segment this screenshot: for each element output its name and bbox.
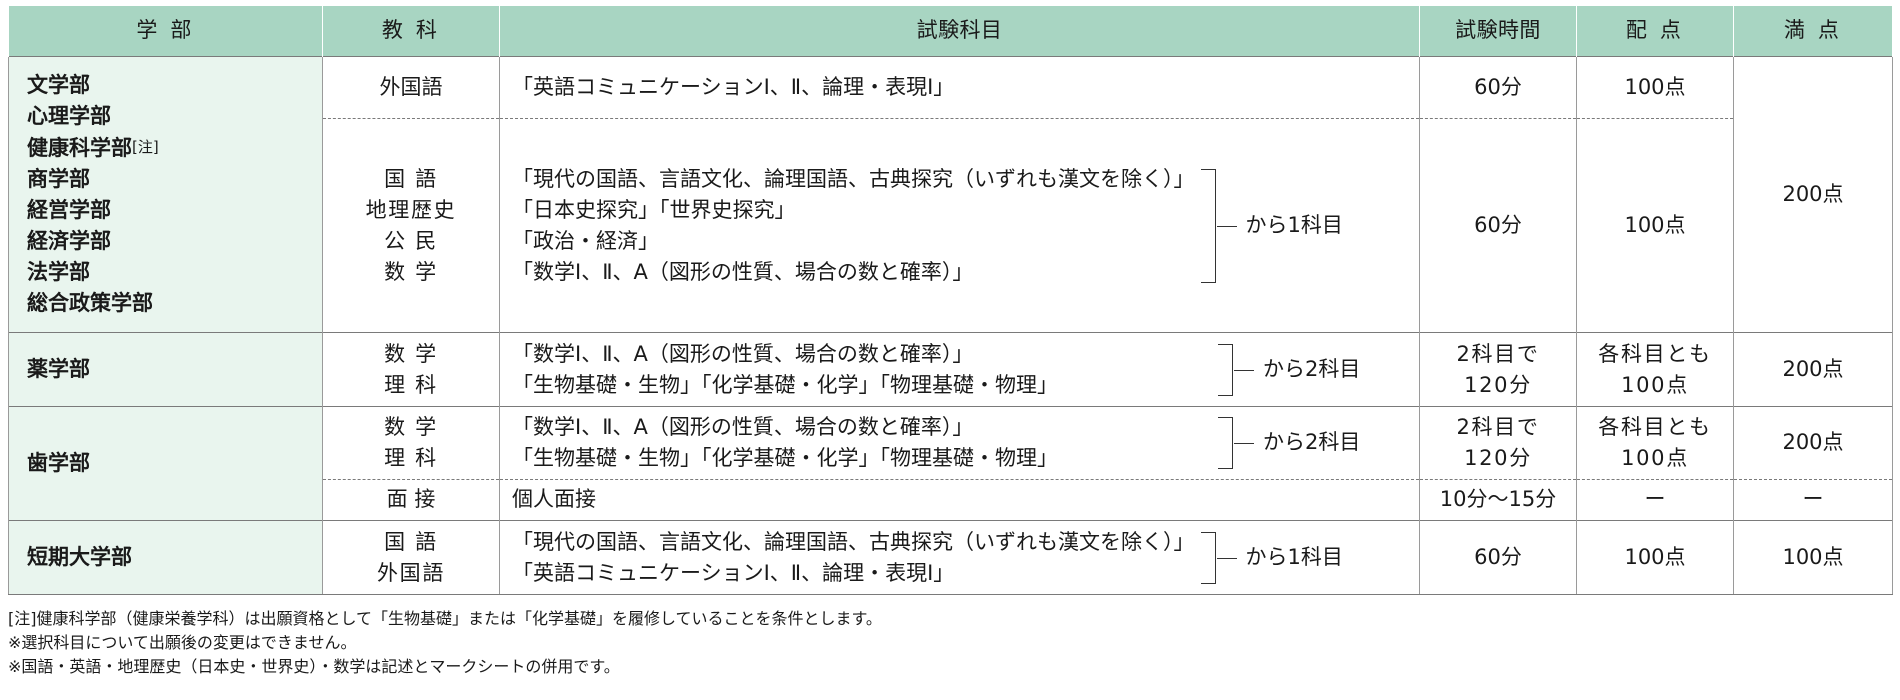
footnote: ※選択科目について出願後の変更はできません。: [8, 633, 357, 652]
choice-bracket: [1218, 343, 1254, 396]
header-exam-time: 試験時間: [1419, 6, 1577, 57]
full-score-cell: ー: [1733, 479, 1893, 521]
subject-cell: 面 接: [322, 479, 500, 521]
choice-label: から2科目: [1263, 356, 1361, 381]
full-score-cell: 100点: [1733, 520, 1893, 595]
time-line: 2科目で: [1456, 341, 1540, 366]
department-name: 文学部: [27, 73, 90, 97]
points-cell: 100点: [1576, 56, 1734, 119]
exam-item: 「数学Ⅰ、Ⅱ、A（図形の性質、場合の数と確率）」: [512, 259, 974, 284]
exam-item-cell: 「数学Ⅰ、Ⅱ、A（図形の性質、場合の数と確率）」 「生物基礎・生物」「化学基礎・…: [499, 332, 1420, 407]
subject-name: 理 科: [384, 446, 438, 470]
table-row: 国 語 地理歴史 公 民 数 学 「現代の国語、言語文化、論理国語、古典探究（い…: [9, 118, 1893, 333]
header-exam-subjects: 試験科目: [499, 6, 1420, 57]
points-line: 各科目とも: [1598, 415, 1712, 439]
points-cell: 各科目とも 100点: [1576, 406, 1734, 480]
subject-name: 外国語: [376, 560, 446, 585]
subject-cell: 数 学 理 科: [322, 406, 500, 480]
choice-bracket: [1200, 168, 1237, 283]
exam-item: 「現代の国語、言語文化、論理国語、古典探究（いずれも漢文を除く）」: [512, 166, 1195, 191]
subject-name: 数 学: [384, 259, 438, 284]
time-cell: 60分: [1419, 56, 1577, 119]
exam-item: 「生物基礎・生物」「化学基礎・化学」「物理基礎・物理」: [512, 372, 1058, 397]
time-cell: 60分: [1419, 520, 1577, 595]
department-name: 商学部: [27, 167, 90, 191]
exam-item: 「現代の国語、言語文化、論理国語、古典探究（いずれも漢文を除く）」: [512, 529, 1195, 554]
exam-item: 「数学Ⅰ、Ⅱ、A（図形の性質、場合の数と確率）」: [512, 341, 974, 366]
footnote: [注]健康科学部（健康栄養学科）は出願資格として「生物基礎」または「化学基礎」を…: [8, 609, 882, 628]
points-line: 100点: [1621, 372, 1689, 397]
table-row: 薬学部 数 学 理 科 「数学Ⅰ、Ⅱ、A（図形の性質、場合の数と確率）」 「生物…: [8, 332, 1893, 407]
footnotes: [注]健康科学部（健康栄養学科）は出願資格として「生物基礎」または「化学基礎」を…: [8, 607, 1892, 679]
department-name: 心理学部: [27, 104, 111, 128]
time-cell: 60分: [1419, 118, 1577, 333]
subject-cell: 国 語 地理歴史 公 民 数 学: [322, 118, 500, 333]
time-line: 2科目で: [1456, 415, 1540, 439]
full-score-cell: 200点: [1733, 406, 1893, 480]
choice-bracket: [1200, 531, 1237, 584]
full-score-cell: 200点: [1733, 56, 1893, 333]
exam-item-cell: 「現代の国語、言語文化、論理国語、古典探究（いずれも漢文を除く）」 「日本史探究…: [499, 118, 1420, 333]
exam-item-cell: 「現代の国語、言語文化、論理国語、古典探究（いずれも漢文を除く）」 「英語コミュ…: [499, 520, 1420, 595]
department-cell: 文学部 心理学部 健康科学部[注] 商学部 経営学部 経済学部 法学部 総合政策…: [8, 56, 323, 333]
header-department: 学 部: [8, 6, 323, 57]
subject-name: 国 語: [384, 166, 438, 191]
exam-table-container: 学 部 教 科 試験科目 試験時間 配 点 満 点 文学部 心理学部 健康科学部…: [8, 6, 1893, 679]
subject-name: 数 学: [384, 415, 438, 439]
time-line: 120分: [1464, 372, 1532, 397]
subject-name: 数 学: [384, 341, 438, 366]
exam-item: 「数学Ⅰ、Ⅱ、A（図形の性質、場合の数と確率）」: [512, 415, 974, 439]
exam-item: 「英語コミュニケーションⅠ、Ⅱ、論理・表現Ⅰ」: [512, 560, 955, 585]
subject-name: 理 科: [384, 372, 438, 397]
time-cell: 10分～15分: [1419, 479, 1577, 521]
header-full-score: 満 点: [1733, 6, 1893, 57]
subject-name: 地理歴史: [365, 197, 457, 222]
department-cell: 薬学部: [8, 332, 323, 407]
time-cell: 2科目で 120分: [1419, 332, 1577, 407]
choice-label: から1科目: [1245, 212, 1343, 237]
subject-name: 国 語: [384, 529, 438, 554]
exam-item-cell: 「数学Ⅰ、Ⅱ、A（図形の性質、場合の数と確率）」 「生物基礎・生物」「化学基礎・…: [499, 406, 1420, 480]
department-name: 総合政策学部: [27, 291, 153, 315]
table-row: 文学部 心理学部 健康科学部[注] 商学部 経営学部 経済学部 法学部 総合政策…: [8, 56, 1893, 333]
footnote: ※国語・英語・地理歴史（日本史・世界史）・数学は記述とマークシートの併用です。: [8, 657, 620, 676]
department-name: 経営学部: [27, 198, 111, 222]
points-line: 各科目とも: [1598, 341, 1712, 366]
exam-item-cell: 「英語コミュニケーションⅠ、Ⅱ、論理・表現Ⅰ」: [499, 56, 1420, 119]
points-cell: 100点: [1576, 520, 1734, 595]
points-line: 100点: [1621, 446, 1689, 470]
header-subject: 教 科: [322, 6, 500, 57]
points-cell: 100点: [1576, 118, 1734, 333]
department-name: 法学部: [27, 260, 90, 284]
exam-item: 「生物基礎・生物」「化学基礎・化学」「物理基礎・物理」: [512, 446, 1058, 470]
subject-cell: 国 語 外国語: [322, 520, 500, 595]
choice-bracket: [1218, 417, 1254, 469]
exam-item: 「政治・経済」: [512, 228, 659, 253]
header-points: 配 点: [1576, 6, 1734, 57]
exam-item: 「日本史探究」「世界史探究」: [512, 197, 796, 222]
subject-name: 公 民: [384, 228, 438, 253]
note-tag: [注]: [132, 138, 159, 156]
subject-cell: 外国語: [322, 56, 500, 119]
department-name: 健康科学部: [27, 136, 132, 160]
full-score-cell: 200点: [1733, 332, 1893, 407]
table-row: 面 接 個人面接 10分～15分 ー ー: [9, 479, 1893, 521]
table-row: 歯学部 数 学 理 科 「数学Ⅰ、Ⅱ、A（図形の性質、場合の数と確率）」 「生物…: [8, 406, 1893, 521]
exam-item-cell: 個人面接: [499, 479, 1420, 521]
points-cell: ー: [1576, 479, 1734, 521]
department-name: 経済学部: [27, 229, 111, 253]
points-cell: 各科目とも 100点: [1576, 332, 1734, 407]
choice-label: から1科目: [1245, 544, 1343, 569]
choice-label: から2科目: [1263, 430, 1361, 455]
department-cell: 短期大学部: [8, 520, 323, 595]
table-row: 短期大学部 国 語 外国語 「現代の国語、言語文化、論理国語、古典探究（いずれも…: [8, 520, 1893, 595]
time-cell: 2科目で 120分: [1419, 406, 1577, 480]
exam-subjects-table: 学 部 教 科 試験科目 試験時間 配 点 満 点 文学部 心理学部 健康科学部…: [8, 6, 1893, 595]
department-cell: 歯学部: [8, 406, 323, 521]
subject-cell: 数 学 理 科: [322, 332, 500, 407]
table-header-row: 学 部 教 科 試験科目 試験時間 配 点 満 点: [8, 6, 1893, 57]
time-line: 120分: [1464, 446, 1532, 470]
